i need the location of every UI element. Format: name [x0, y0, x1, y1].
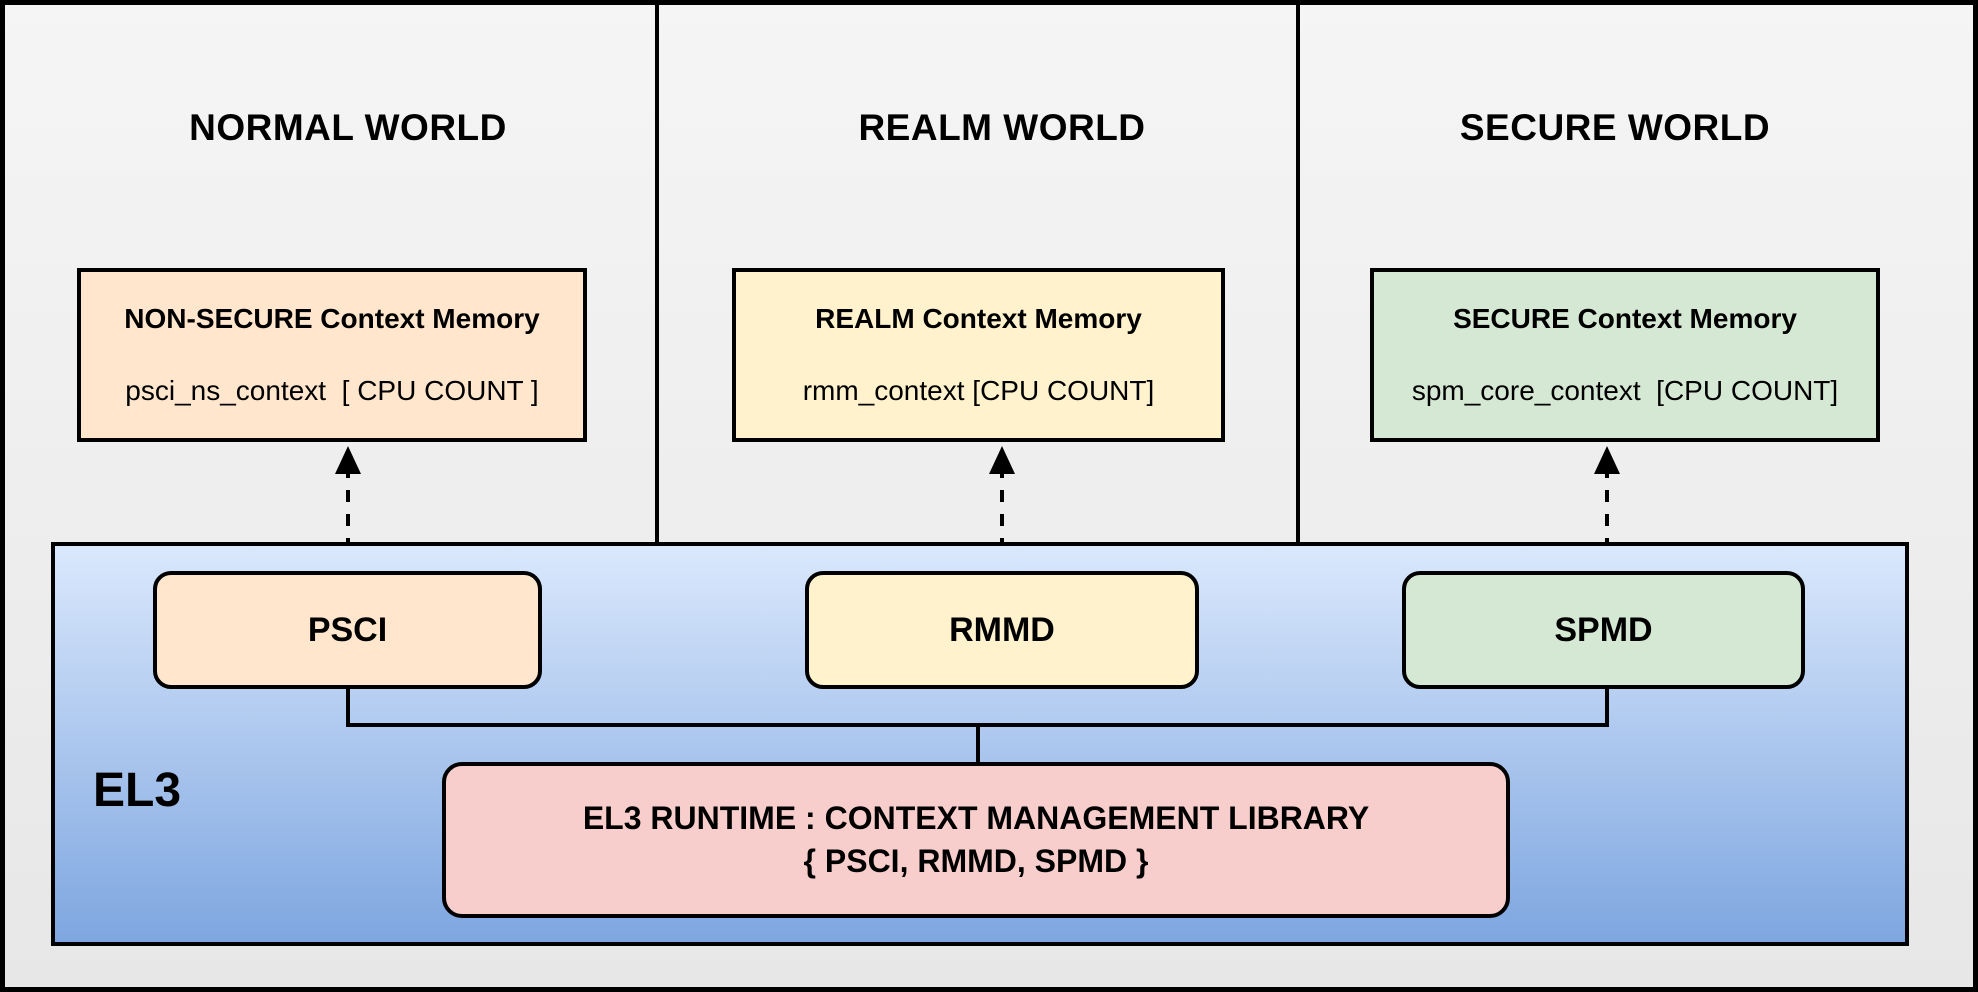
non-secure-context-memory-box: NON-SECURE Context Memory psci_ns_contex…	[77, 268, 587, 442]
world-title-normal: NORMAL WORLD	[189, 107, 507, 148]
realm-context-memory-box: REALM Context Memory rmm_context [CPU CO…	[732, 268, 1225, 442]
psci-box: PSCI	[153, 571, 542, 689]
spmd-label: SPMD	[1554, 610, 1653, 649]
world-divider-realm-secure	[1296, 5, 1300, 542]
el3-runtime-library-box: EL3 RUNTIME : CONTEXT MANAGEMENT LIBRARY…	[442, 762, 1510, 918]
connector-psci-vertical	[346, 689, 350, 727]
memory-box-value: rmm_context [CPU COUNT]	[802, 375, 1155, 406]
memory-box-title: NON-SECURE Context Memory	[124, 303, 540, 334]
memory-box-title: SECURE Context Memory	[1453, 303, 1797, 334]
memory-box-value: spm_core_context [CPU COUNT]	[1411, 375, 1839, 406]
connector-runtime-vertical	[976, 723, 980, 765]
spmd-box: SPMD	[1402, 571, 1805, 689]
runtime-title-line: EL3 RUNTIME : CONTEXT MANAGEMENT LIBRARY	[582, 800, 1370, 836]
connector-spmd-vertical	[1605, 689, 1609, 727]
memory-box-title: REALM Context Memory	[815, 303, 1142, 334]
world-divider-normal-realm	[655, 5, 659, 542]
secure-context-memory-box: SECURE Context Memory spm_core_context […	[1370, 268, 1880, 442]
psci-label: PSCI	[307, 610, 388, 649]
dashed-line	[1000, 466, 1004, 550]
el3-label: EL3	[93, 764, 182, 817]
world-title-realm: REALM WORLD	[858, 107, 1146, 148]
rmmd-label: RMMD	[949, 610, 1055, 649]
dashed-line	[346, 466, 350, 550]
runtime-subtitle-line: { PSCI, RMMD, SPMD }	[803, 843, 1149, 879]
dashed-line	[1605, 466, 1609, 550]
world-title-secure: SECURE WORLD	[1459, 107, 1771, 148]
rmmd-box: RMMD	[805, 571, 1199, 689]
memory-box-value: psci_ns_context [ CPU COUNT ]	[125, 375, 539, 406]
